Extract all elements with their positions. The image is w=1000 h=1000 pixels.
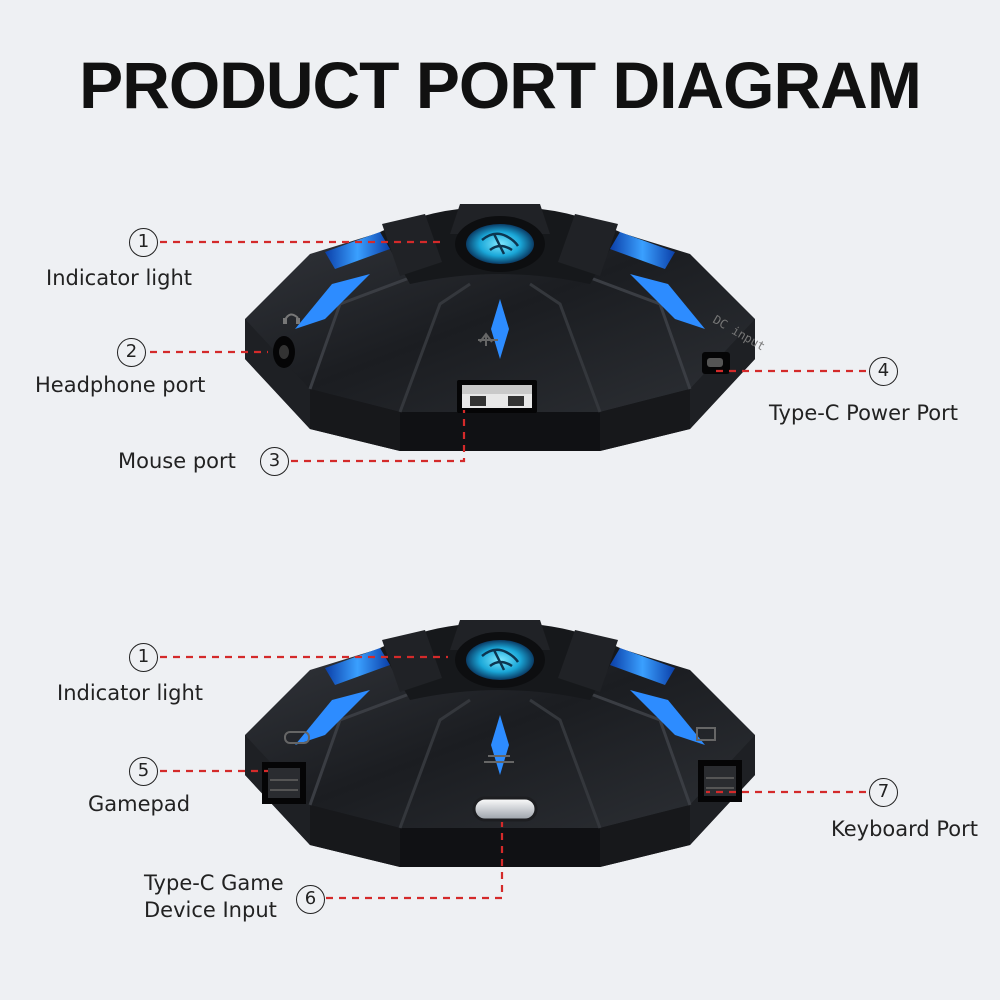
callout-number-1-bottom: 1 <box>129 643 158 672</box>
label-indicator-light-bottom: Indicator light <box>57 681 204 705</box>
label-gamepad: Gamepad <box>88 792 191 816</box>
callout-number-3: 3 <box>260 447 289 476</box>
headphone-icon <box>283 313 300 324</box>
page-title: PRODUCT PORT DIAGRAM <box>79 48 922 122</box>
callout-number-6: 6 <box>296 885 325 914</box>
label-keyboard-port: Keyboard Port <box>831 817 979 841</box>
callout-number-1-top: 1 <box>129 228 158 257</box>
usb-icon <box>484 755 514 763</box>
label-type-c-game-line2: Device Input <box>144 898 277 922</box>
callout-number-4: 4 <box>869 357 898 386</box>
label-headphone-port: Headphone port <box>35 373 206 397</box>
label-indicator-light-top: Indicator light <box>46 266 193 290</box>
callout-number-2: 2 <box>117 338 146 367</box>
leader-line-6 <box>326 822 504 900</box>
label-mouse-port: Mouse port <box>118 449 236 473</box>
label-type-c-game-line1: Type-C Game <box>144 871 284 895</box>
leader-lines <box>150 240 866 900</box>
top-device: DC input <box>243 202 768 453</box>
label-type-c-power-port: Type-C Power Port <box>769 401 958 425</box>
keyboard-icon <box>696 727 716 741</box>
gamepad-icon <box>284 731 310 744</box>
usb-icon <box>478 332 498 346</box>
type-c-game-input <box>472 796 538 822</box>
callout-number-7: 7 <box>869 778 898 807</box>
leader-line-3 <box>291 410 466 463</box>
callout-number-5: 5 <box>129 757 158 786</box>
